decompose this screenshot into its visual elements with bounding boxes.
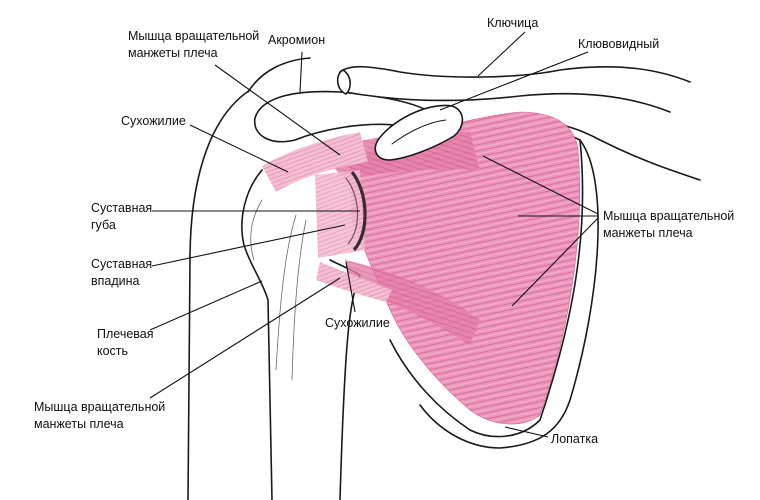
leader-rotator-cuff-bottom [149,277,341,399]
label-rotator-cuff-bottom: Мышца вращательной манжеты плеча [34,400,169,431]
leader-coracoid [439,51,589,111]
clavicle-outline [339,65,691,113]
label-clavicle: Ключица [487,16,538,30]
leader-humerus [149,280,263,331]
glenoid-tendon-band [315,170,365,258]
humerus-outline [187,89,251,500]
leader-tendon-upper [189,124,289,173]
leader-rotator-cuff-right-1 [482,155,599,215]
leader-glenoid-cavity [151,224,346,267]
leader-rotator-cuff-right-3 [511,217,599,307]
glenoid-neck-outline [329,259,361,500]
label-acromion: Акромион [268,33,325,47]
glenoid-labrum [350,171,367,252]
shoulder-cap-outline [247,57,311,93]
coracoid-inner [391,119,447,145]
label-tendon-upper: Сухожилие [121,114,186,128]
humerus-inner-line-1 [250,199,263,261]
clavicle-end [336,69,351,95]
label-rotator-cuff-top: Мышца вращательной манжеты плеча [128,29,263,60]
label-scapula: Лопатка [551,432,598,446]
lower-tendon [316,262,392,302]
scapula-medial-outline [419,139,599,449]
label-humerus: Плечевая кость [97,327,157,358]
label-coracoid: Клювовидный [578,37,659,51]
leader-clavicle [477,31,526,77]
rotator-cuff-muscle-lower [345,260,480,345]
humerus-inner-line-2 [275,214,297,371]
humerus-inner-line-3 [291,219,307,381]
label-glenoid-labrum: Суставная губа [91,201,156,232]
leader-rotator-cuff-top [214,64,341,156]
leader-tendon-lower [345,261,356,313]
humerus-head-outline [241,169,273,500]
label-tendon-lower: Сухожилие [325,316,390,330]
upper-tendon [262,132,368,192]
label-rotator-cuff-right: Мышца вращательной манжеты плеча [603,209,738,240]
coracoid-process [374,104,464,161]
leader-scapula [504,426,549,438]
label-glenoid-cavity: Суставная впадина [91,257,156,288]
leader-acromion [299,51,303,93]
glenoid-labrum-inner [345,177,359,245]
rotator-cuff-muscle-fan [349,111,580,425]
